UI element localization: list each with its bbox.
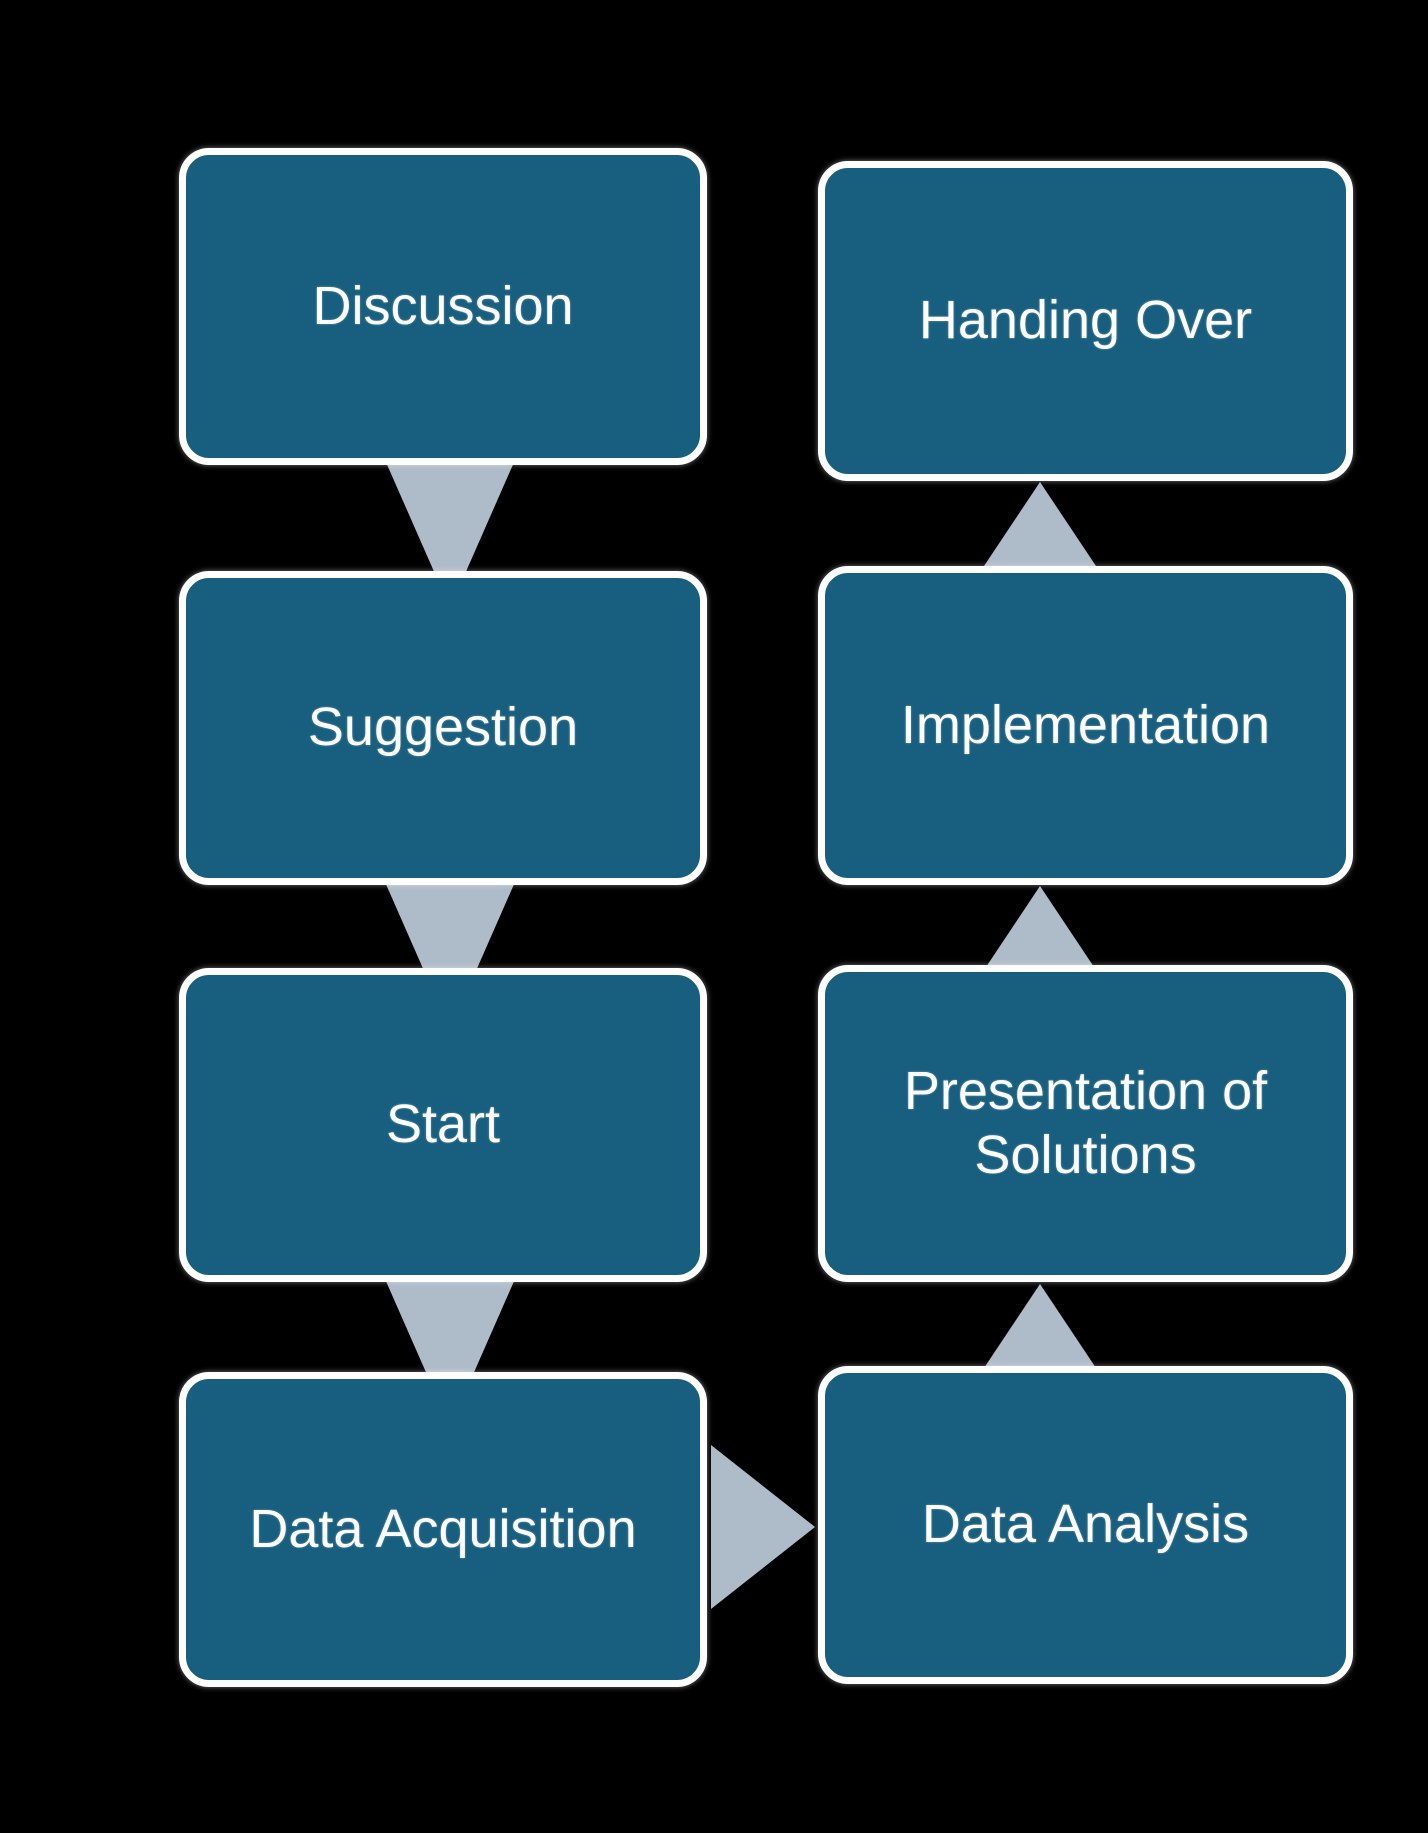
box-presentation-of-solutions-label: Presentation of Solutions — [903, 1060, 1268, 1185]
box-handing-over-label: Handing Over — [918, 290, 1253, 351]
box-discussion: Discussion — [179, 148, 707, 465]
arrow-up-implementation-to-handing-over — [976, 482, 1104, 578]
box-handing-over: Handing Over — [818, 161, 1353, 481]
box-implementation: Implementation — [818, 566, 1353, 885]
arrow-up-data-analysis-to-presentation — [976, 1284, 1104, 1380]
box-start-label: Start — [385, 1094, 501, 1155]
box-data-acquisition-label: Data Acquisition — [249, 1498, 637, 1559]
box-start: Start — [179, 968, 707, 1282]
box-data-analysis: Data Analysis — [818, 1366, 1353, 1684]
box-implementation-label: Implementation — [900, 694, 1271, 755]
box-suggestion: Suggestion — [179, 571, 707, 885]
box-data-acquisition: Data Acquisition — [179, 1372, 707, 1687]
box-data-analysis-label: Data Analysis — [921, 1494, 1250, 1555]
box-suggestion-label: Suggestion — [307, 697, 579, 758]
box-presentation-of-solutions: Presentation of Solutions — [818, 965, 1353, 1282]
arrow-right-data-acquisition-to-data-analysis — [711, 1445, 815, 1609]
box-discussion-label: Discussion — [312, 275, 574, 336]
